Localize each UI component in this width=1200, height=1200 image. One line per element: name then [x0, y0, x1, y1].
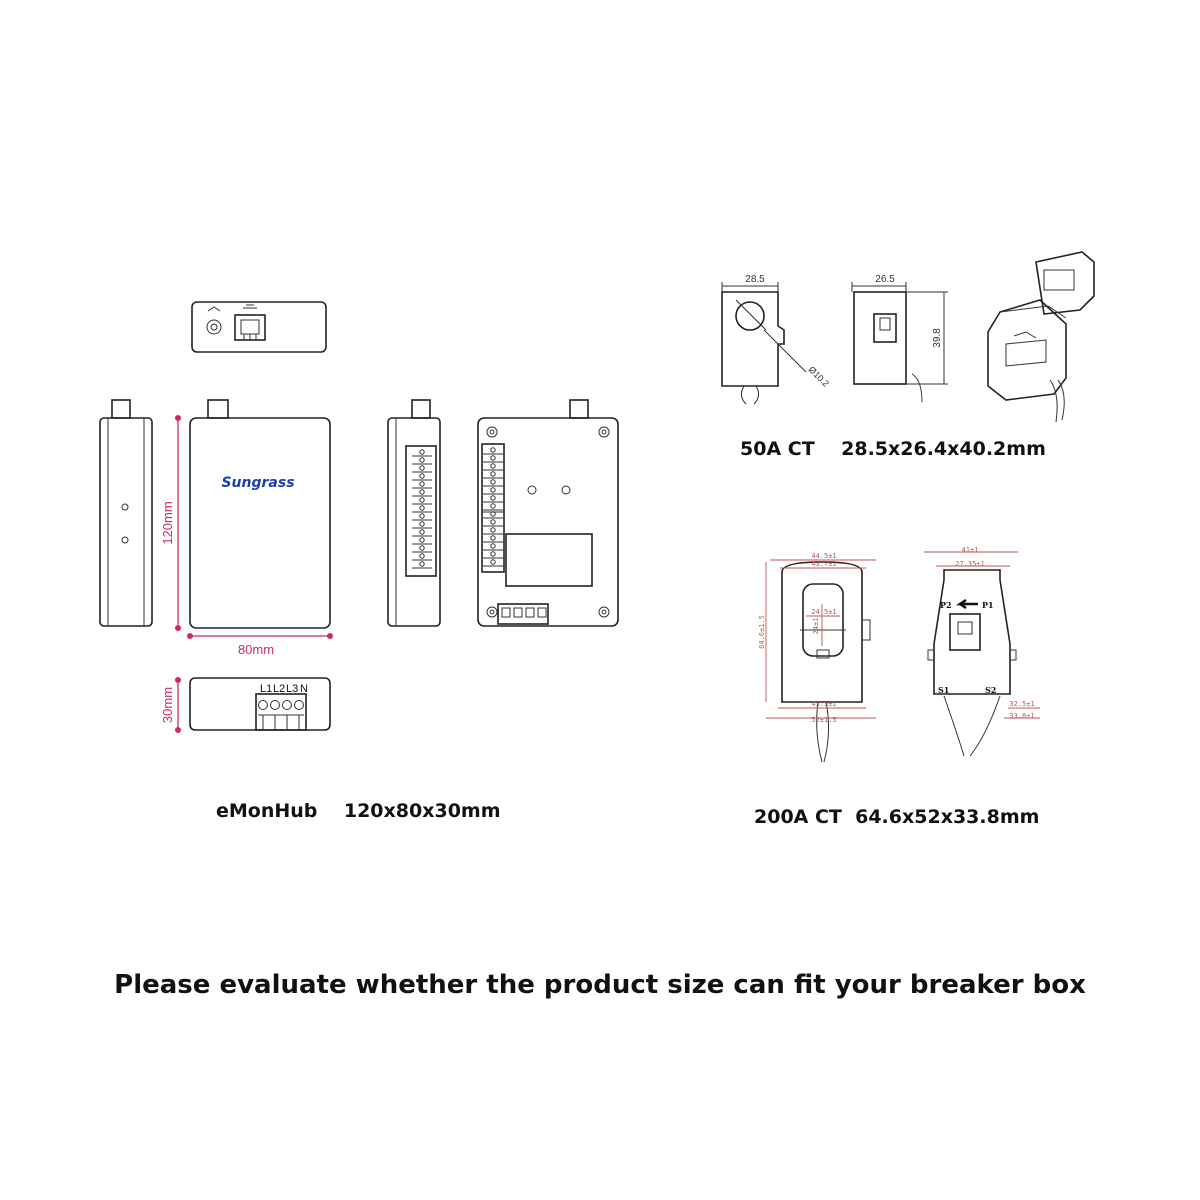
width-dimension-label: 80mm [238, 642, 274, 657]
ct200-p1-label: P1 [982, 600, 994, 610]
hub-caption: eMonHub 120x80x30mm [216, 800, 501, 822]
ct200-hole-width-label: 24.5±1 [811, 608, 836, 616]
terminal-label-l3: L3 [286, 683, 298, 695]
ct200-front-view: 44.5±1 43.7±1 64.6±1.5 24.5±1 24±1 43.5±… [758, 552, 876, 763]
ct200-hole-height-label: 24±1 [812, 618, 820, 635]
ct200-s2-label: S2 [985, 685, 996, 695]
ct50-height-label: 39.8 [932, 328, 943, 348]
ct200-s1-label: S1 [938, 685, 949, 695]
ct200-total-height-label: 64.6±1.5 [758, 615, 766, 649]
terminal-label-n: N [300, 683, 308, 695]
ct50-3d-view [987, 251, 1095, 423]
hub-top-view [191, 301, 327, 353]
ct200-inner-width-label: 43.7±1 [811, 560, 836, 568]
footer-note: Please evaluate whether the product size… [114, 970, 1086, 1000]
ct200-side-d2-label: 33.8±1 [1009, 712, 1034, 720]
ct200-side-view: 41±1 27.35±1 32.5±1 33.8±1 P2 P1 S1 S2 [924, 546, 1040, 757]
ct200-caption: 200A CT 64.6x52x33.8mm [754, 806, 1040, 828]
terminal-label-l1: L1 [260, 683, 272, 695]
ct50-width-label: 28.5 [745, 274, 765, 285]
ct200-base-a-label: 43.5±1 [811, 700, 836, 708]
ct200-side-top-label: 41±1 [962, 546, 979, 554]
ct200-side-inner-label: 27.35±1 [955, 560, 985, 568]
hub-right-side-view [387, 399, 441, 627]
hub-bottom-view: L1 L2 L3 N [189, 677, 331, 731]
ct50-side-view: 26.5 39.8 [851, 274, 948, 403]
hub-dimension-lines: 120mm 80mm 30mm [160, 415, 333, 733]
brand-logo: Sungrass [221, 475, 294, 491]
terminal-label-l2: L2 [273, 683, 285, 695]
ct200-base-b-label: 52±1.5 [811, 716, 836, 724]
ct50-caption: 50A CT 28.5x26.4x40.2mm [740, 438, 1046, 460]
hub-left-side-view [99, 399, 153, 627]
ct50-front-view: 28.5 Ø10.2 [721, 274, 831, 405]
ct50-hole-label: Ø10.2 [807, 364, 831, 388]
ct50-width2-label: 26.5 [875, 274, 895, 285]
hub-back-view [477, 399, 619, 627]
depth-dimension-label: 30mm [160, 687, 175, 723]
ct200-p2-label: P2 [940, 600, 952, 610]
ct200-side-d1-label: 32.5±1 [1009, 700, 1034, 708]
height-dimension-label: 120mm [160, 501, 175, 544]
ct200-outer-width-label: 44.5±1 [811, 552, 836, 560]
hub-front-view: Sungrass [189, 399, 331, 629]
